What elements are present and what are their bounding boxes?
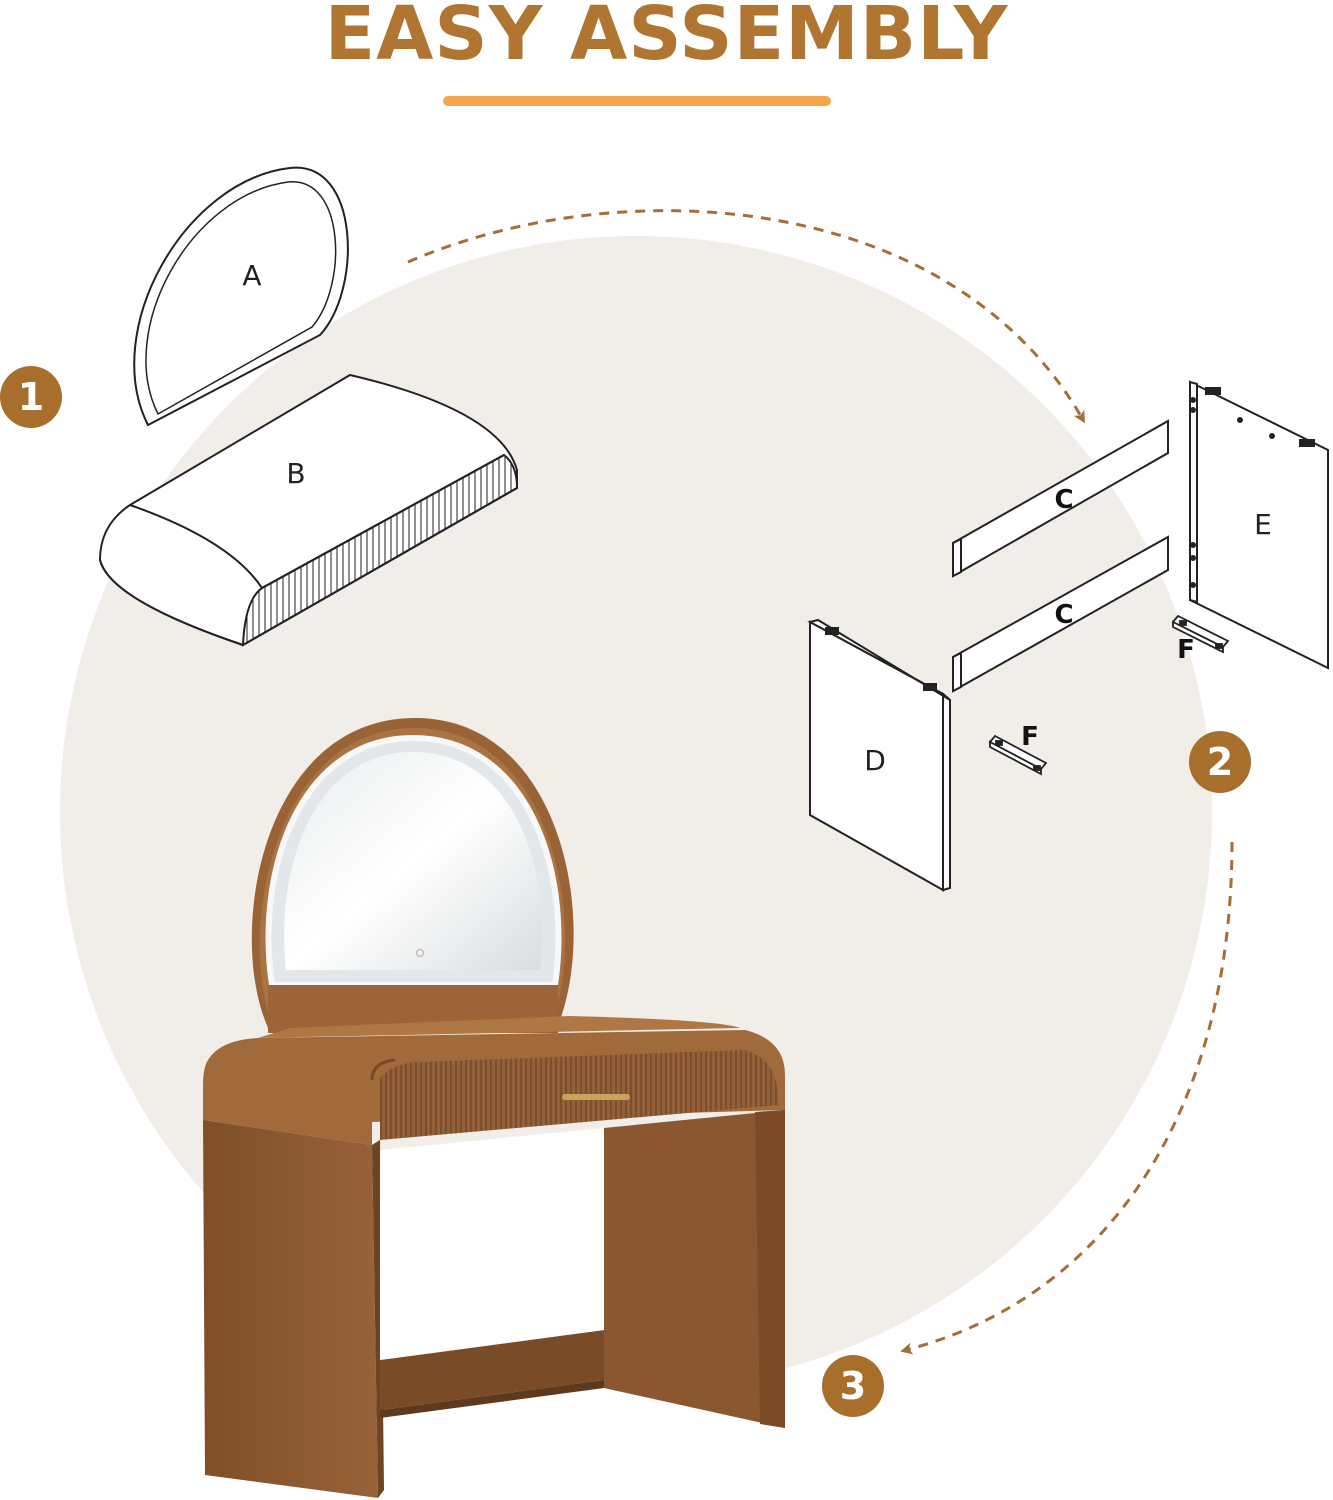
part-f-right-block — [1171, 614, 1230, 654]
part-label-f-right: F — [1177, 635, 1195, 665]
step-badge-2: 2 — [1189, 731, 1251, 793]
arrow-2-to-3-icon — [900, 841, 1234, 1355]
part-c-upper-rail — [952, 419, 1169, 578]
part-label-b: B — [286, 457, 305, 490]
title-underline — [443, 96, 831, 106]
part-label-c-lower: C — [1054, 600, 1073, 630]
part-label-c-upper: C — [1054, 485, 1073, 515]
assembled-vanity-illustration — [203, 717, 785, 1498]
mirror-power-icon — [415, 948, 425, 958]
part-c-lower-rail — [952, 535, 1169, 693]
step-badge-1: 1 — [0, 366, 62, 428]
part-label-a: A — [242, 259, 261, 292]
part-d-side-panel — [807, 618, 951, 892]
part-a-mirror-outline — [133, 166, 349, 427]
part-label-d: D — [864, 744, 886, 777]
page-title: EASY ASSEMBLY — [324, 0, 1009, 77]
step-badge-3: 3 — [822, 1355, 884, 1417]
part-label-e: E — [1254, 508, 1272, 541]
part-b-cabinet-top-outline — [98, 373, 519, 647]
part-e-side-panel — [1189, 380, 1329, 670]
part-label-f-left: F — [1021, 722, 1039, 752]
part-f-left-block — [988, 734, 1048, 776]
